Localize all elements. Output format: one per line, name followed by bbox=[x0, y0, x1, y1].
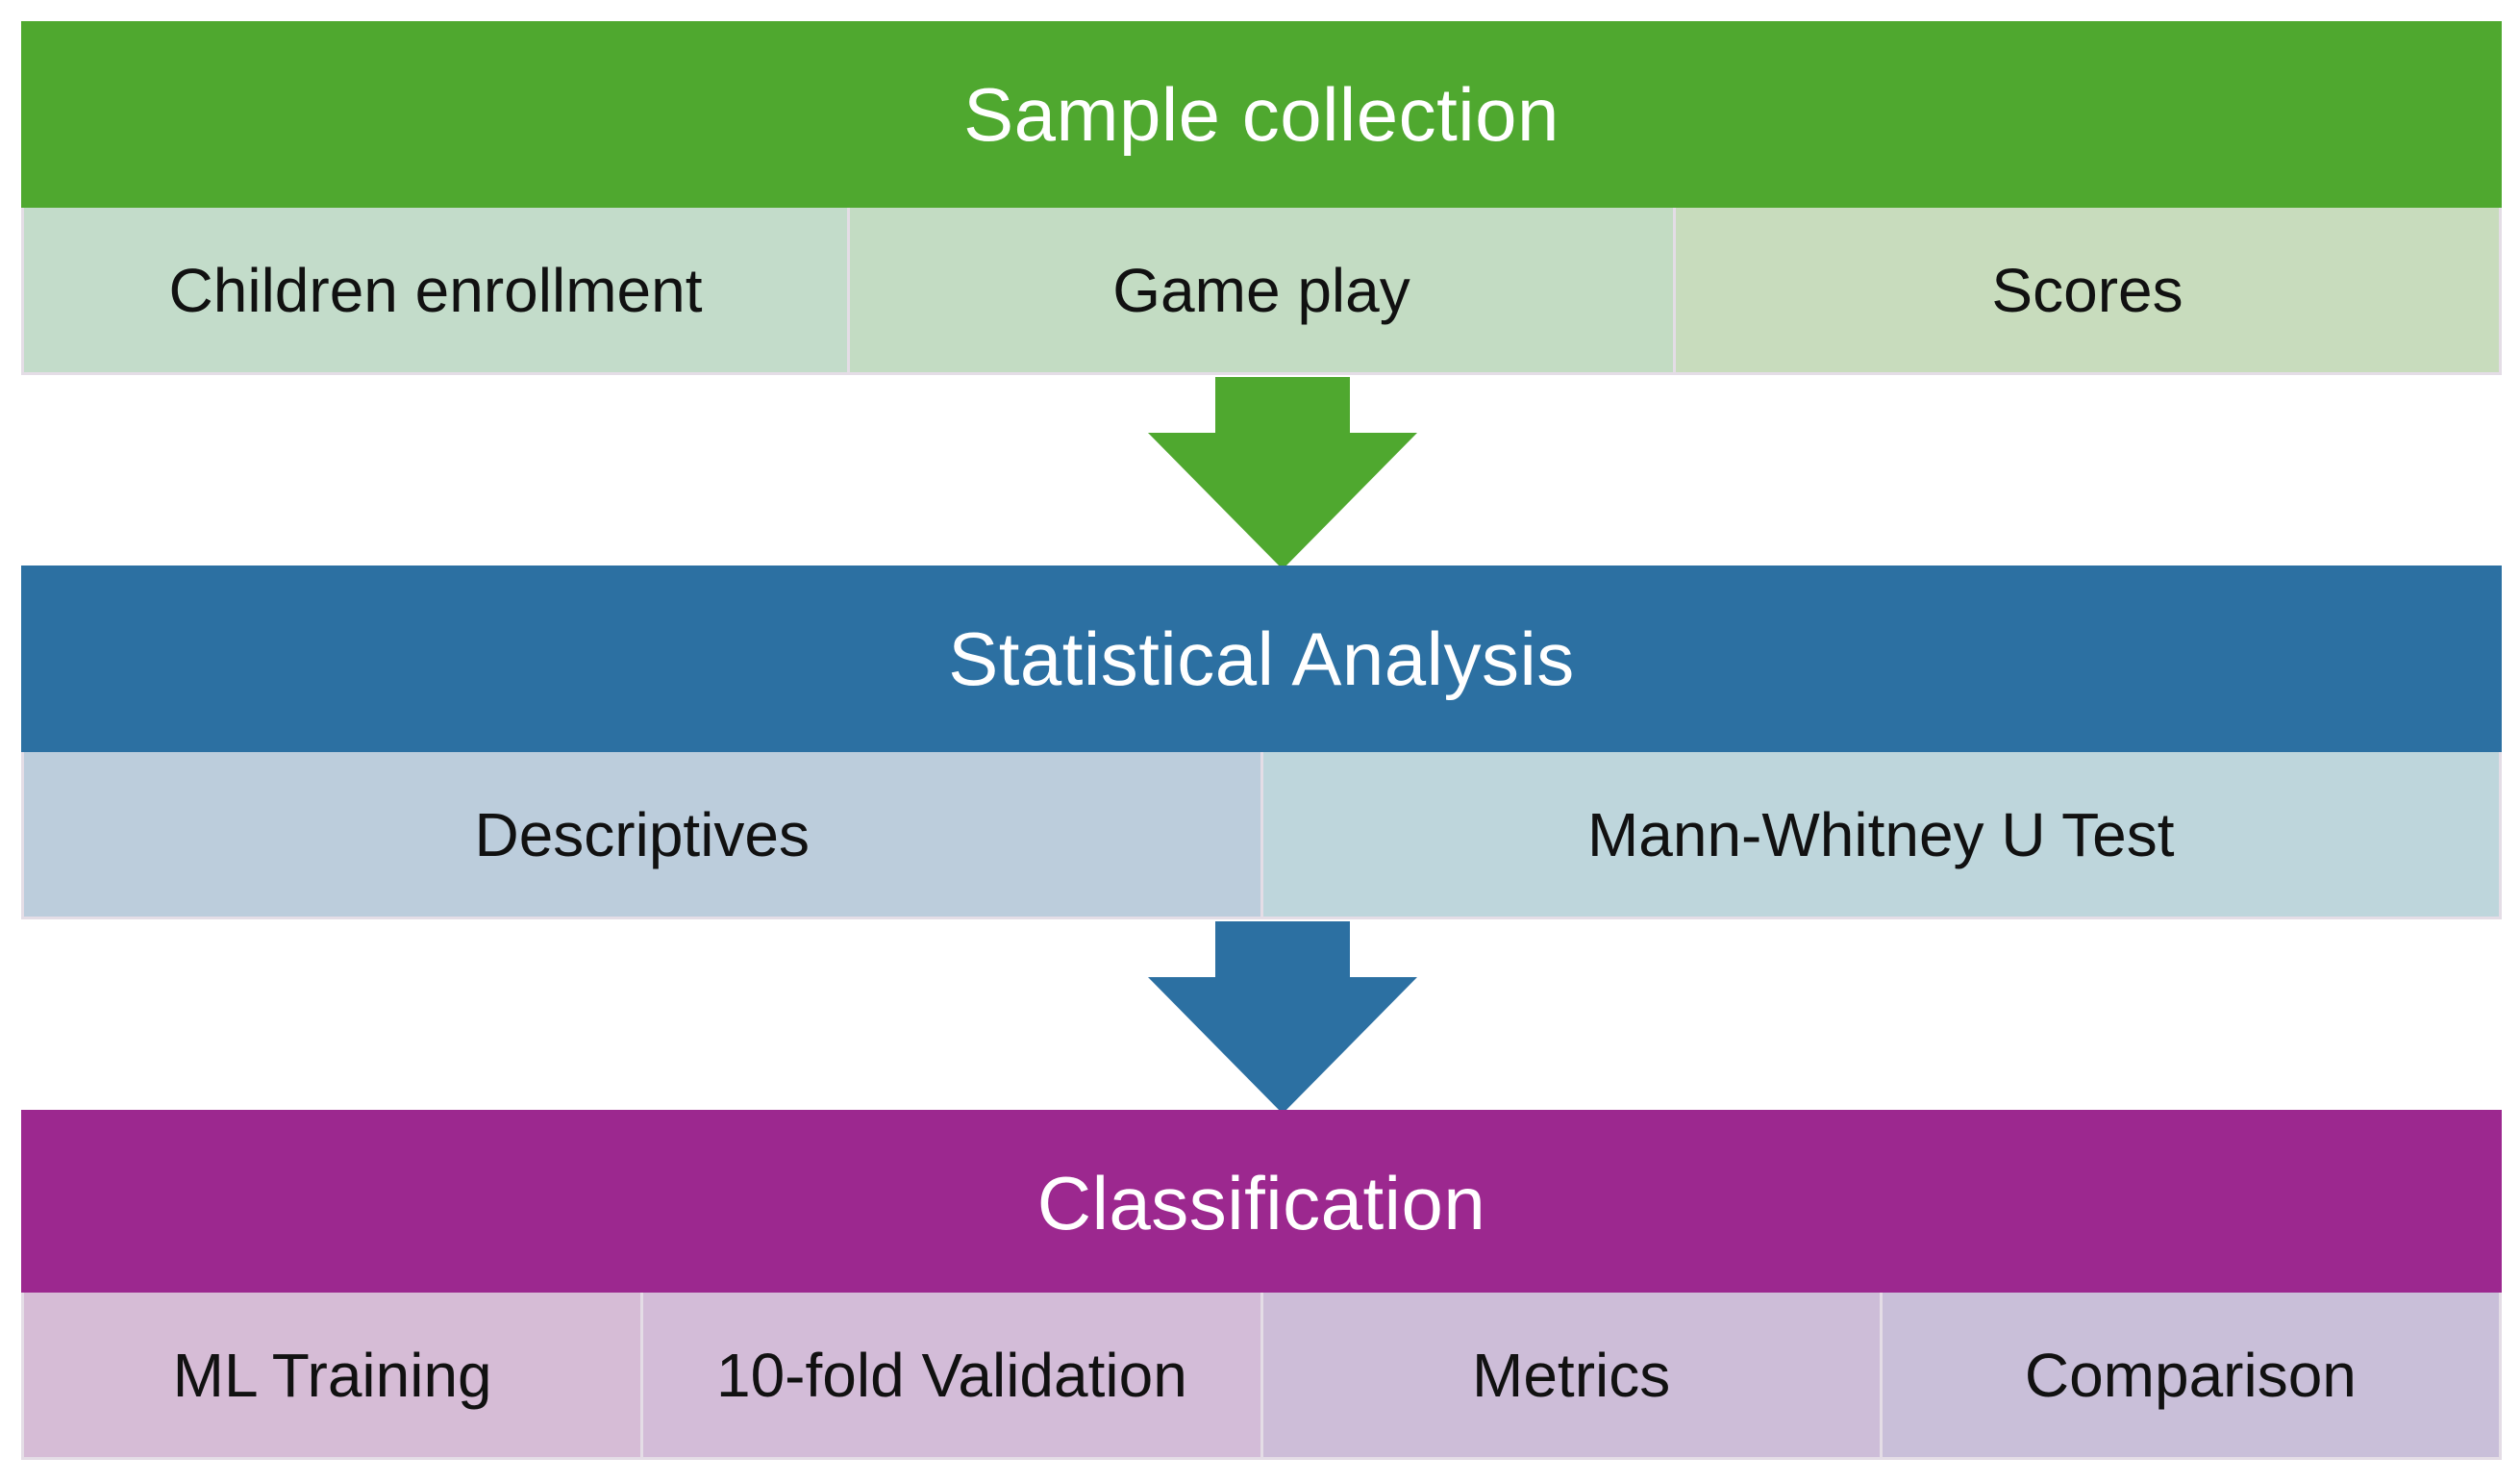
item-mann-whitney-u-test: Mann-Whitney U Test bbox=[1260, 752, 2502, 919]
item-10-fold-validation: 10-fold Validation bbox=[640, 1293, 1260, 1460]
stage-items-sample-collection: Children enrollment Game play Scores bbox=[21, 208, 2502, 375]
stage-header-sample-collection: Sample collection bbox=[21, 21, 2502, 208]
item-metrics: Metrics bbox=[1260, 1293, 1880, 1460]
stage-items-classification: ML Training 10-fold Validation Metrics C… bbox=[21, 1293, 2502, 1460]
down-arrow-icon bbox=[1148, 377, 1417, 569]
item-comparison: Comparison bbox=[1879, 1293, 2502, 1460]
stage-items-statistical-analysis: Descriptives Mann-Whitney U Test bbox=[21, 752, 2502, 919]
item-scores: Scores bbox=[1673, 208, 2502, 375]
stage-header-statistical-analysis: Statistical Analysis bbox=[21, 566, 2502, 752]
item-game-play: Game play bbox=[847, 208, 1673, 375]
item-descriptives: Descriptives bbox=[21, 752, 1260, 919]
down-arrow-icon bbox=[1148, 921, 1417, 1114]
stage-header-classification: Classification bbox=[21, 1110, 2502, 1296]
item-ml-training: ML Training bbox=[21, 1293, 641, 1460]
item-children-enrollment: Children enrollment bbox=[21, 208, 847, 375]
